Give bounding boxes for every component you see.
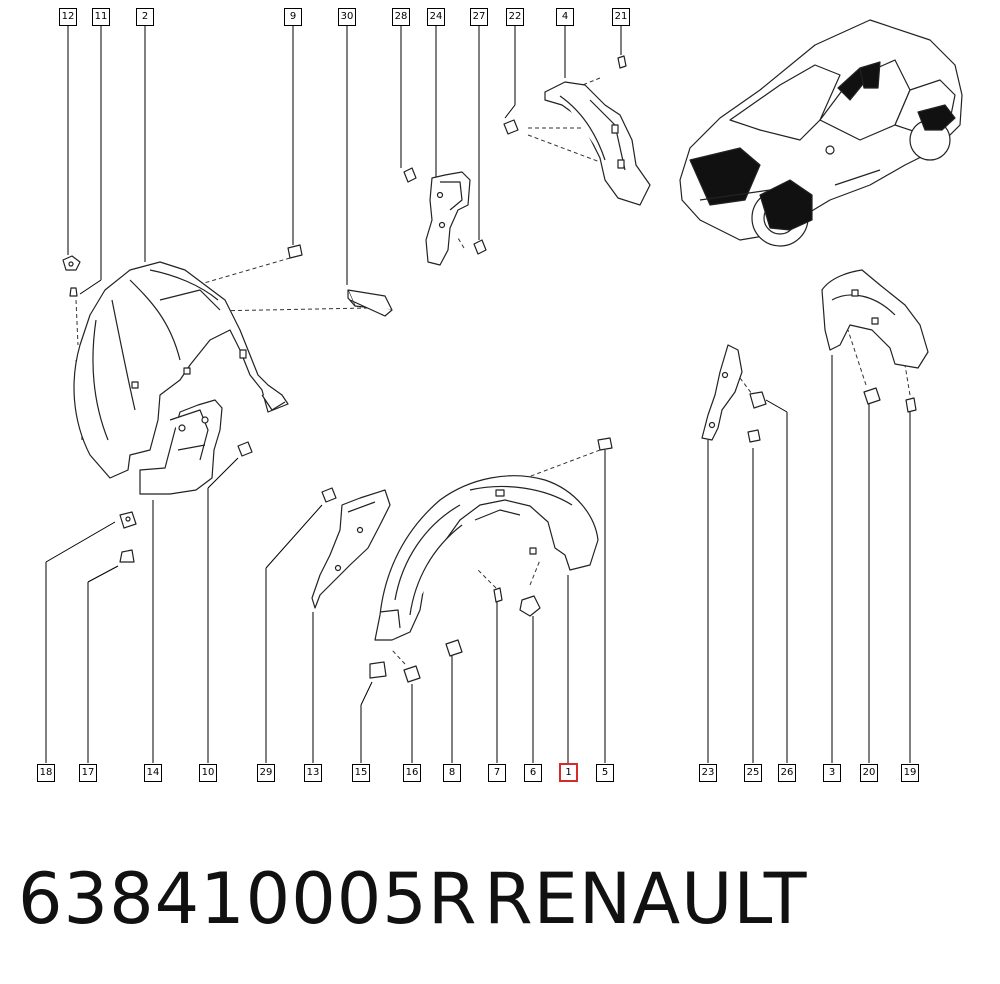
callout-3[interactable]: 3	[823, 764, 841, 782]
bracket-right	[701, 344, 767, 443]
callout-16[interactable]: 16	[403, 764, 421, 782]
callout-10[interactable]: 10	[199, 764, 217, 782]
callout-5[interactable]: 5	[596, 764, 614, 782]
callout-29[interactable]: 29	[257, 764, 275, 782]
callout-4[interactable]: 4	[556, 8, 574, 26]
callout-30[interactable]: 30	[338, 8, 356, 26]
callout-15[interactable]: 15	[352, 764, 370, 782]
liner-front-upper	[503, 55, 651, 206]
callout-17[interactable]: 17	[79, 764, 97, 782]
vehicle-illustration	[679, 19, 963, 247]
callout-2[interactable]: 2	[136, 8, 154, 26]
wheel-arch-liner-center	[374, 475, 599, 641]
callout-23[interactable]: 23	[699, 764, 717, 782]
callout-28[interactable]: 28	[392, 8, 410, 26]
callout-18[interactable]: 18	[37, 764, 55, 782]
liner-rear-right	[821, 269, 929, 413]
callout-9[interactable]: 9	[284, 8, 302, 26]
wheel-arch-liner-left	[73, 261, 289, 479]
bracket-top-center	[403, 167, 487, 266]
foam-block	[347, 289, 393, 317]
leader-lines	[45, 26, 911, 763]
callout-12[interactable]: 12	[59, 8, 77, 26]
callout-14[interactable]: 14	[144, 764, 162, 782]
callout-13[interactable]: 13	[304, 764, 322, 782]
callout-11[interactable]: 11	[92, 8, 110, 26]
clips-left	[62, 244, 303, 563]
callout-26[interactable]: 26	[778, 764, 796, 782]
bracket-center	[311, 487, 391, 609]
callout-27[interactable]: 27	[470, 8, 488, 26]
clips-center	[369, 437, 613, 683]
callout-20[interactable]: 20	[860, 764, 878, 782]
callout-24[interactable]: 24	[427, 8, 445, 26]
callout-1-highlighted[interactable]: 1	[559, 763, 578, 782]
callout-21[interactable]: 21	[612, 8, 630, 26]
callout-22[interactable]: 22	[506, 8, 524, 26]
part-number: 638410005R	[18, 858, 478, 940]
brand-name: RENAULT	[484, 858, 808, 940]
bracket-left	[139, 399, 223, 495]
callout-19[interactable]: 19	[901, 764, 919, 782]
callout-6[interactable]: 6	[524, 764, 542, 782]
callout-8[interactable]: 8	[443, 764, 461, 782]
callout-7[interactable]: 7	[488, 764, 506, 782]
callout-25[interactable]: 25	[744, 764, 762, 782]
